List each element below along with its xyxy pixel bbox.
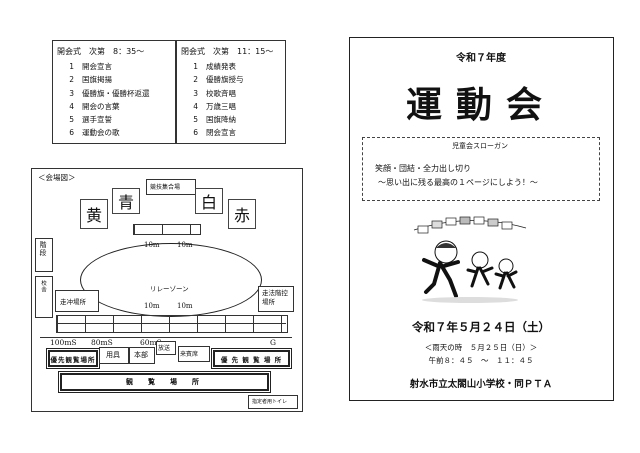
closing-ceremony-box: 閉会式 次第 11：15～ 1 成績発表 2 優勝旗授与 3 校歌斉唱 4 万歳三唱 5 国旗降納…	[176, 40, 286, 144]
spectator-area: 観 覧 場 所	[58, 371, 271, 393]
organizer: 射水市立太閤山小学校・同ＰＴＡ	[409, 379, 553, 390]
distance-top-right: 10m	[177, 241, 193, 249]
waiting-area-right	[258, 286, 294, 312]
runners-illustration	[413, 216, 527, 303]
program-item: 5 国旗降納	[181, 113, 285, 126]
guests-label: 来賓席	[180, 351, 199, 358]
tools-box	[99, 347, 129, 364]
start-100m: 100mS	[50, 338, 77, 347]
program-item-number: 2	[69, 75, 74, 85]
stairs-box	[35, 238, 53, 272]
team-blue-tag: 青	[112, 188, 140, 214]
program-item: 4 開会の言葉	[57, 100, 175, 113]
lane-ext-line	[40, 337, 292, 338]
map-title: ＜会場図＞	[38, 173, 76, 182]
program-item-text: 閉会宣言	[206, 128, 236, 138]
slogan-box	[362, 137, 600, 201]
waiting-right-label: 走法階控場所	[262, 289, 288, 306]
program-item: 1 成績発表	[181, 60, 285, 73]
program-item: 2 国旗掲揚	[57, 73, 175, 86]
cover-era: 令和７年度	[456, 53, 506, 64]
accessible-toilet-box	[248, 395, 298, 409]
program-item-number: 4	[193, 101, 198, 111]
team-white-tag: 白	[195, 188, 223, 214]
program-item-number: 2	[193, 75, 198, 85]
hq-box	[129, 347, 155, 364]
program-item-text: 運動会の歌	[82, 128, 120, 138]
lane-strip	[56, 315, 288, 333]
broadcast-label: 放送	[158, 345, 171, 352]
top-bench-row	[133, 224, 201, 235]
program-item: 3 校歌斉唱	[181, 87, 285, 100]
waiting-area-left	[55, 290, 99, 312]
program-item-text: 国旗降納	[206, 115, 236, 125]
slogan-line2: ～思い出に残る最高の１ページにしよう！～	[378, 178, 538, 187]
program-item-text: 万歳三唱	[206, 101, 236, 111]
tools-label: 用具	[106, 351, 120, 359]
program-item-text: 校歌斉唱	[206, 88, 236, 98]
program-item-text: 優勝旗・優勝杯返還	[82, 88, 150, 98]
waiting-left-label: 走冲場所	[60, 298, 86, 306]
schoolbuilding-label: 校舎	[40, 280, 46, 293]
closing-header: 閉会式 次第 11：15～	[181, 47, 274, 56]
program-item: 1 開会宣言	[57, 60, 175, 73]
start-60m: 60mS	[140, 338, 162, 347]
slogan-line1: 笑顔・団結・全力出し切り	[375, 164, 471, 173]
program-item-number: 1	[193, 62, 198, 72]
program-item-number: 1	[69, 62, 74, 72]
guests-box	[178, 346, 210, 362]
program-item-number: 6	[69, 128, 74, 138]
rain-date: ＜雨天の時 ５月２５日（日）＞	[424, 343, 538, 352]
program-item: 6 閉会宣言	[181, 126, 285, 139]
assembly-area	[146, 179, 196, 195]
stairs-label: 階段	[39, 241, 47, 257]
program-item-text: 優勝旗授与	[206, 75, 244, 85]
broadcast-box	[156, 341, 176, 355]
slogan-header: 児童会スローガン	[452, 142, 508, 150]
program-item-text: 開会宣言	[82, 62, 112, 72]
program-item-number: 5	[69, 115, 74, 125]
cover-title: 運動会	[405, 84, 556, 126]
program-item-number: 6	[193, 128, 198, 138]
accessible-toilet-label: 指定者用トイレ	[252, 399, 288, 405]
program-item: 3 優勝旗・優勝杯返還	[57, 87, 175, 100]
program-item-text: 成績発表	[206, 62, 236, 72]
hq-label: 本部	[134, 351, 148, 359]
priority-viewing-right: 優 先 観 覧 場 所	[211, 348, 292, 369]
program-item-number: 3	[193, 88, 198, 98]
distance-bottom-left: 10m	[144, 302, 160, 310]
program-item: 6 運動会の歌	[57, 126, 175, 139]
distance-top-left: 10m	[144, 241, 160, 249]
team-red-tag: 赤	[228, 199, 256, 229]
lane-middle-line	[56, 323, 286, 324]
relay-zone-label: リレーゾーン	[150, 285, 189, 293]
goal-marker: G	[270, 338, 276, 347]
opening-ceremony-box: 開会式 次第 8：35～ 1 開会宣言 2 国旗掲揚 3 優勝旗・優勝杯返還 4 開会の言葉 5…	[52, 40, 176, 144]
track-oval	[80, 243, 262, 317]
event-time: 午前８：４５ ～ １１：４５	[428, 356, 534, 365]
program-item: 2 優勝旗授与	[181, 73, 285, 86]
team-yellow-tag: 黄	[80, 199, 108, 229]
program-item-text: 国旗掲揚	[82, 75, 112, 85]
program-item-text: 選手宣誓	[82, 115, 112, 125]
program-item-text: 開会の言葉	[82, 101, 120, 111]
program-item-number: 4	[69, 101, 74, 111]
opening-header: 開会式 次第 8：35～	[57, 47, 145, 56]
program-item-number: 3	[69, 88, 74, 98]
distance-bottom-right: 10m	[177, 302, 193, 310]
priority-viewing-left: 優先観覧場所	[46, 348, 100, 369]
event-date: 令和７年５月２４日（土）	[412, 320, 550, 334]
start-80m: 80mS	[91, 338, 113, 347]
venue-map	[31, 168, 303, 412]
assembly-label: 競技集合場	[150, 184, 181, 191]
program-item: 4 万歳三唱	[181, 100, 285, 113]
program-item: 5 選手宣誓	[57, 113, 175, 126]
schoolbuilding-box	[35, 276, 53, 318]
program-item-number: 5	[193, 115, 198, 125]
